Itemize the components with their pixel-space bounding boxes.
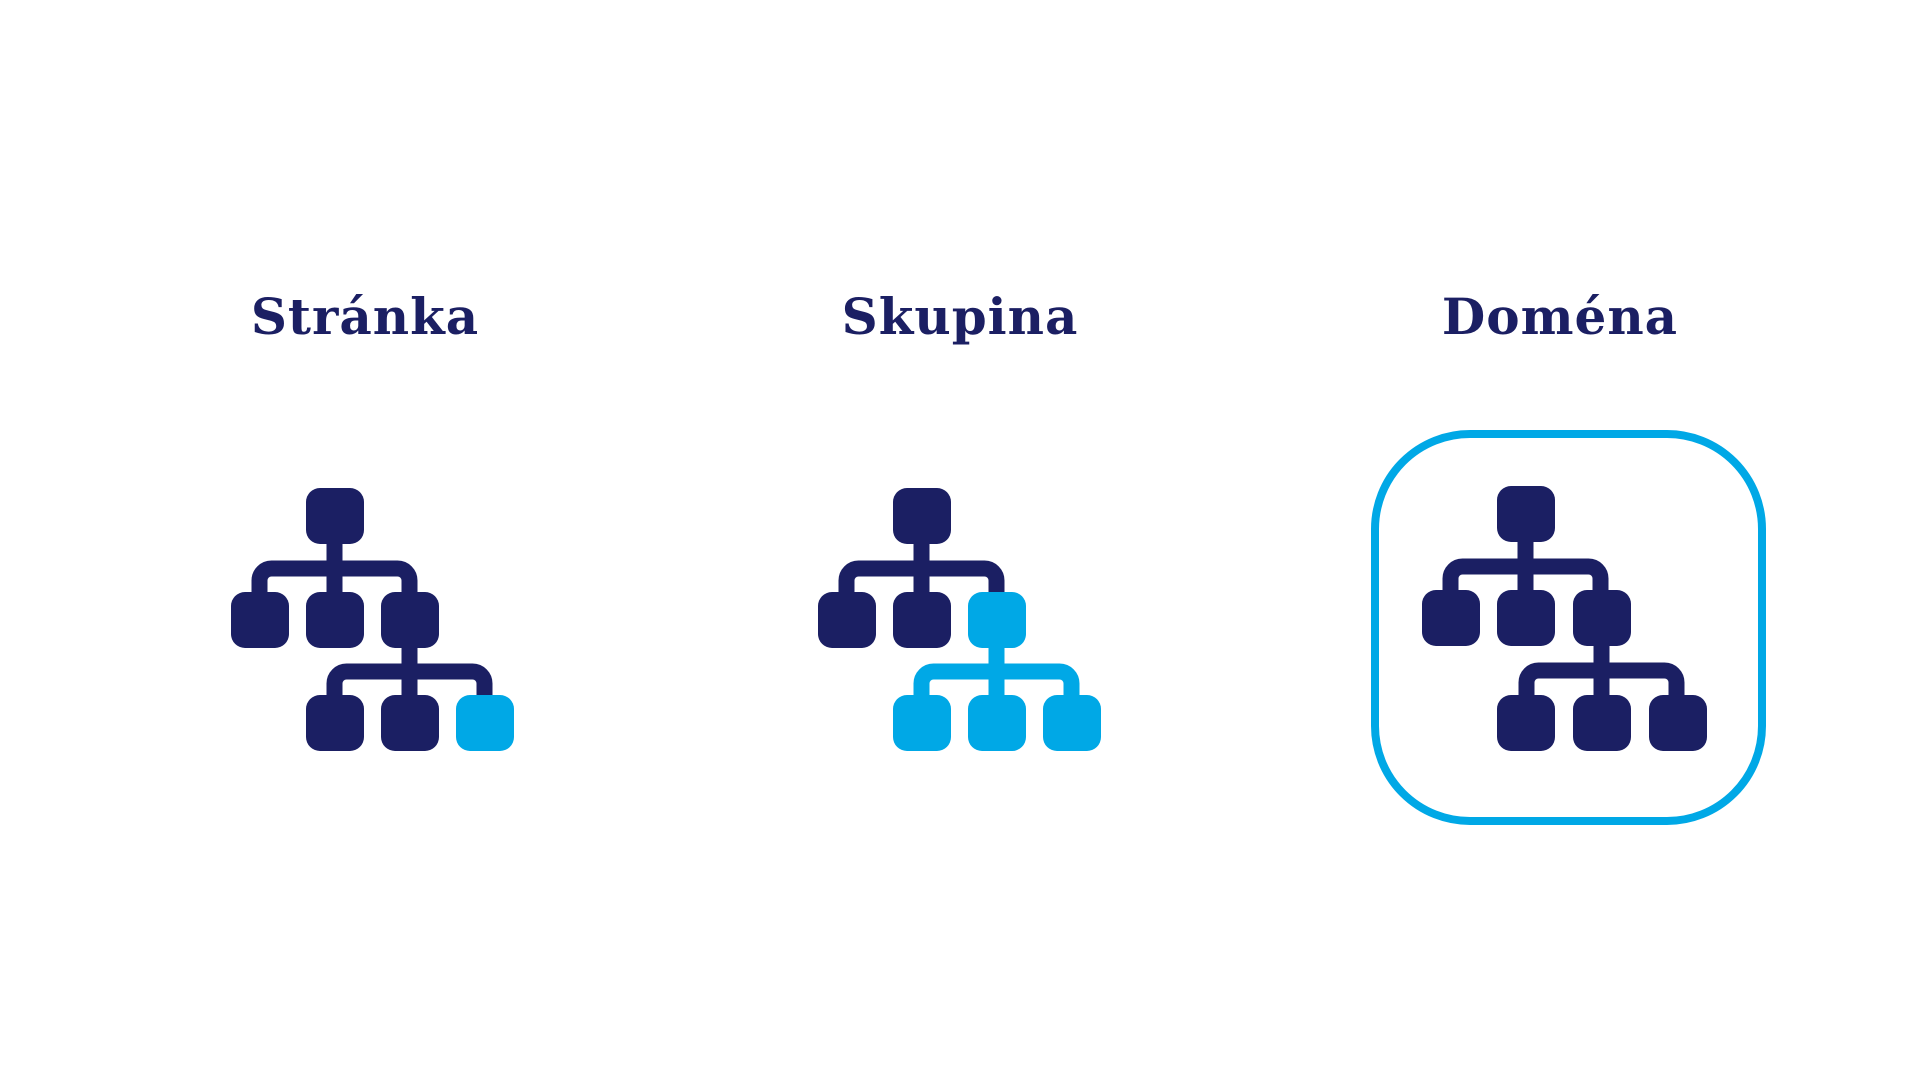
label-domain: Doména [1441, 287, 1679, 346]
node-root [1497, 486, 1555, 542]
node-grandchild-1 [1497, 695, 1555, 751]
connector-top [260, 538, 410, 598]
node-grandchild-3-highlighted [456, 695, 514, 751]
sitemap-icon-group [818, 488, 1101, 751]
label-page: Stránka [250, 287, 480, 346]
connector-top [847, 538, 997, 598]
domain-frame [1371, 430, 1766, 825]
node-child-3 [1573, 590, 1631, 646]
node-grandchild-2-highlighted [968, 695, 1026, 751]
label-group: Skupina [841, 287, 1079, 346]
connector-sub [1527, 640, 1677, 700]
connector-sub-highlighted [922, 641, 1072, 701]
node-child-2 [893, 592, 951, 648]
node-grandchild-2 [381, 695, 439, 751]
node-grandchild-2 [1573, 695, 1631, 751]
node-root [893, 488, 951, 544]
node-child-1 [1422, 590, 1480, 646]
node-child-2 [1497, 590, 1555, 646]
connector-top [1451, 536, 1601, 596]
node-grandchild-3 [1649, 695, 1707, 751]
node-child-1 [818, 592, 876, 648]
node-grandchild-3-highlighted [1043, 695, 1101, 751]
connector-sub [335, 641, 485, 701]
node-grandchild-1-highlighted [893, 695, 951, 751]
node-root [306, 488, 364, 544]
node-grandchild-1 [306, 695, 364, 751]
node-child-2 [306, 592, 364, 648]
node-child-3 [381, 592, 439, 648]
sitemap-icon-page [231, 488, 514, 751]
node-child-1 [231, 592, 289, 648]
node-child-3-highlighted [968, 592, 1026, 648]
sitemap-icon-domain [1422, 486, 1707, 751]
